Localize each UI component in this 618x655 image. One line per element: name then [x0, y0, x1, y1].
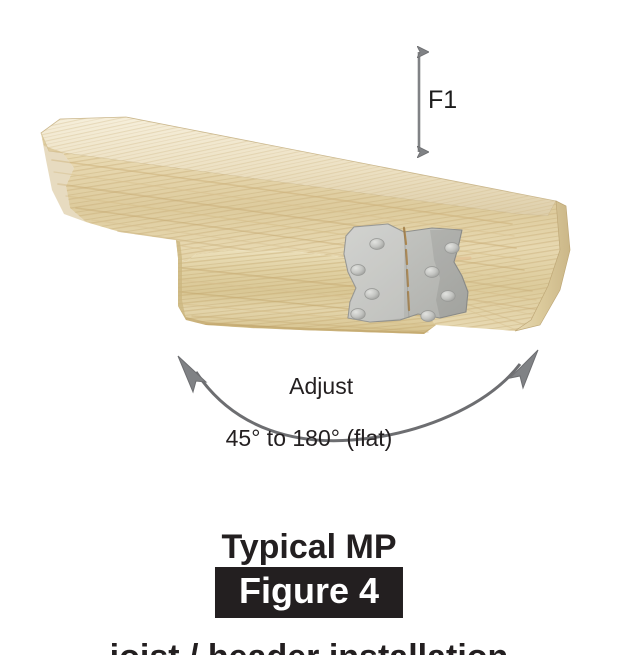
- adjust-arrow-left: [177, 355, 208, 394]
- header-right-end-cut: [514, 200, 571, 332]
- caption-line-1: Typical MP: [221, 528, 397, 566]
- caption-line-2: joist / header installation: [0, 640, 618, 655]
- figure-number-badge: Figure 4: [214, 567, 404, 618]
- header-top-grain: [41, 117, 556, 216]
- adjust-label-line-2: 45° to 180° (flat): [225, 425, 393, 451]
- connector-seam-highlight: [403, 225, 410, 319]
- fastener-hole: [350, 308, 366, 320]
- header-left-end-shade: [41, 133, 86, 222]
- mp-connector-plate: [343, 223, 469, 323]
- connector-plate-fold-shadow: [430, 230, 468, 318]
- adjust-arrow-right: [508, 349, 539, 390]
- fastener-hole: [424, 266, 440, 278]
- adjust-label-line-1: Adjust: [289, 373, 354, 399]
- adjust-arc-path: [194, 363, 522, 443]
- force-label-f1: F1: [428, 86, 458, 114]
- adjust-annotation: Adjust 45° to 180° (flat): [0, 352, 618, 496]
- fastener-hole: [420, 310, 436, 322]
- figure-caption: Typical MP joist / header installation: [0, 462, 618, 655]
- joist-left-end-cut: [176, 240, 186, 320]
- connector-fasteners: [350, 238, 460, 322]
- adjust-arc: [177, 349, 539, 443]
- fastener-hole: [369, 238, 385, 250]
- connector-plate-shading: [344, 224, 404, 322]
- joist-bottom-edge: [178, 306, 436, 334]
- fastener-hole: [444, 242, 460, 254]
- fastener-hole: [350, 264, 366, 276]
- fastener-hole: [440, 290, 456, 302]
- connector-seam: [402, 226, 411, 312]
- fastener-hole: [364, 288, 380, 300]
